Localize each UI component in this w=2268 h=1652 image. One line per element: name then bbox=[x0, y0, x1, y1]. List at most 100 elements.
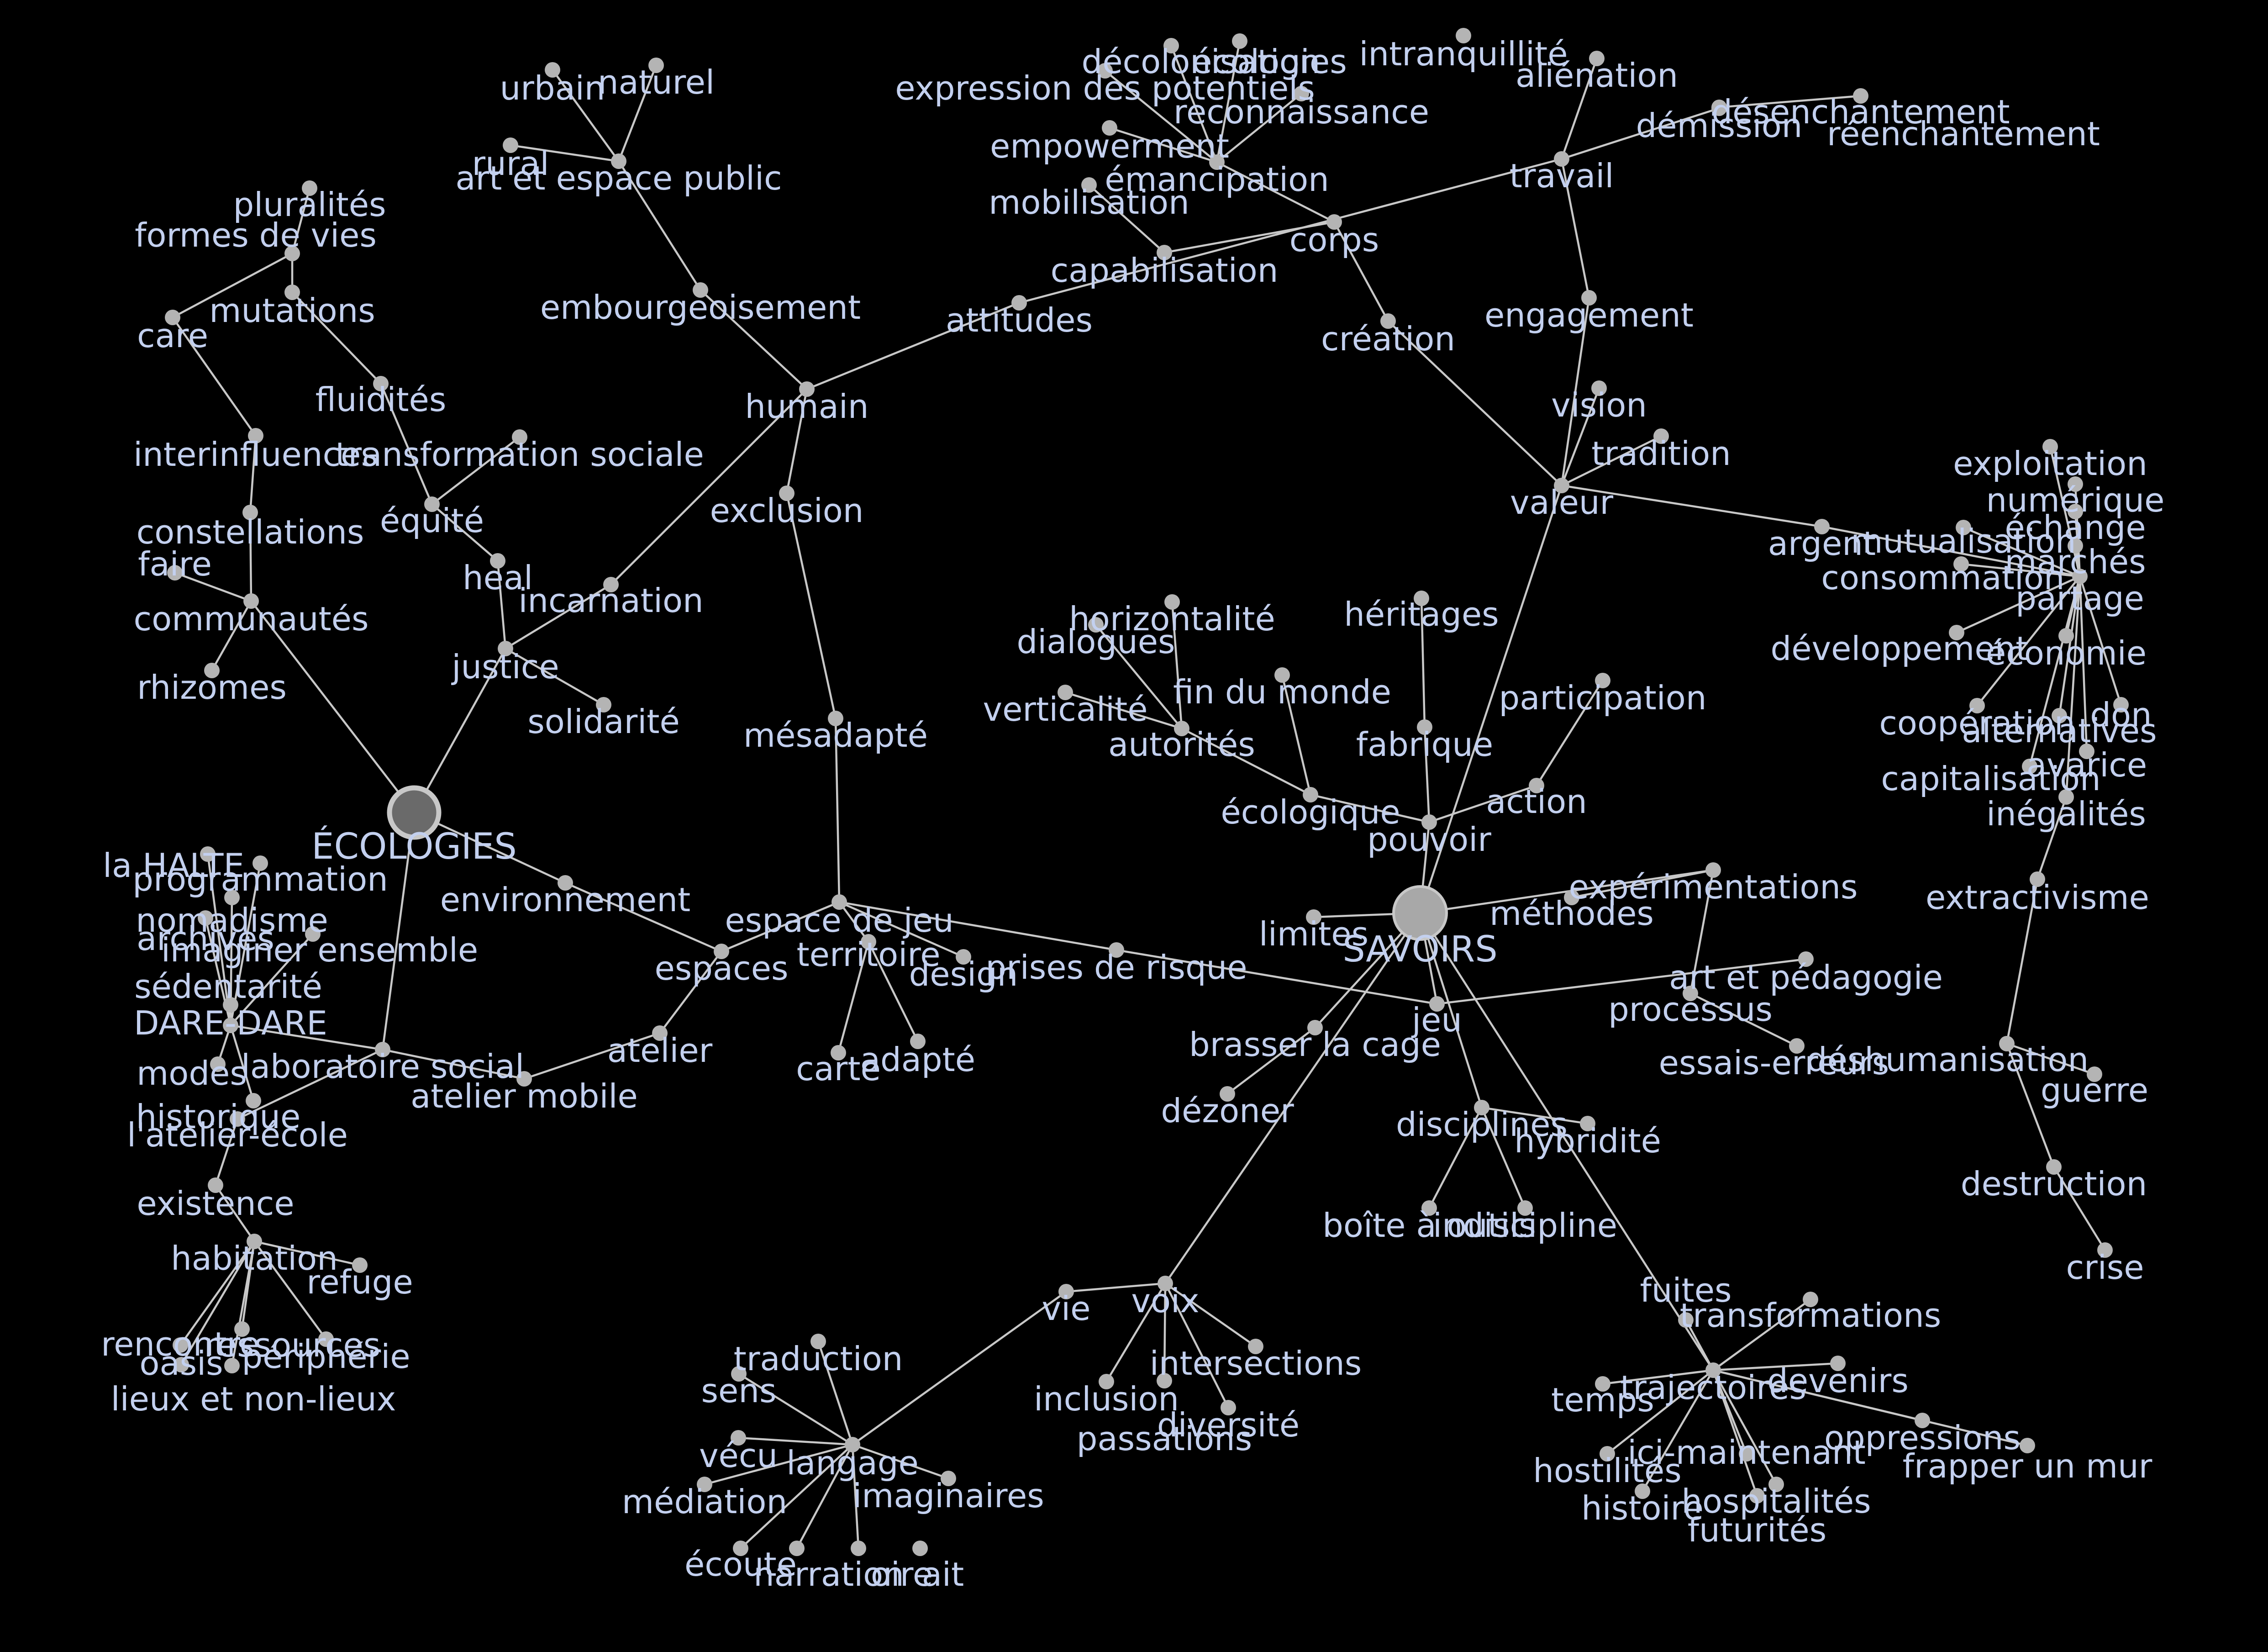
node-hybridite[interactable] bbox=[1580, 1116, 1595, 1131]
node-nomadisme[interactable] bbox=[224, 890, 240, 905]
node-environnement[interactable] bbox=[558, 875, 573, 891]
node-autorites[interactable] bbox=[1174, 721, 1189, 736]
node-dezoner[interactable] bbox=[1220, 1086, 1235, 1102]
node-inclusion[interactable] bbox=[1099, 1374, 1114, 1389]
node-vision[interactable] bbox=[1591, 380, 1607, 396]
node-pluralites[interactable] bbox=[302, 180, 317, 196]
node-corps[interactable] bbox=[1326, 214, 1342, 230]
node-consommation[interactable] bbox=[1953, 556, 1969, 572]
node-habitation[interactable] bbox=[247, 1234, 262, 1249]
node-fabrique[interactable] bbox=[1417, 719, 1432, 735]
node-participation[interactable] bbox=[1595, 673, 1610, 688]
node-frapper[interactable] bbox=[2020, 1438, 2035, 1453]
node-economie[interactable] bbox=[2058, 628, 2074, 644]
node-essais[interactable] bbox=[1789, 1038, 1805, 1054]
node-passations[interactable] bbox=[1157, 1373, 1172, 1388]
node-existence[interactable] bbox=[208, 1177, 223, 1193]
node-histoire[interactable] bbox=[1635, 1483, 1650, 1499]
node-hospitalites[interactable] bbox=[1768, 1477, 1784, 1492]
node-indiscipline[interactable] bbox=[1517, 1200, 1533, 1216]
node-engagement[interactable] bbox=[1581, 290, 1597, 306]
node-dialogues[interactable] bbox=[1088, 617, 1104, 633]
node-urbain[interactable] bbox=[545, 62, 560, 78]
node-ecoute[interactable] bbox=[733, 1541, 748, 1556]
node-crise[interactable] bbox=[2097, 1242, 2113, 1258]
node-adapte[interactable] bbox=[910, 1034, 926, 1049]
node-sedentarite[interactable] bbox=[223, 997, 238, 1013]
node-devenirs[interactable] bbox=[1830, 1356, 1846, 1371]
node-temps[interactable] bbox=[1595, 1376, 1610, 1392]
node-heritages[interactable] bbox=[1414, 591, 1429, 606]
node-communautes[interactable] bbox=[243, 593, 259, 609]
node-attitudes[interactable] bbox=[1011, 295, 1027, 311]
node-voix[interactable] bbox=[1158, 1276, 1173, 1291]
node-marches[interactable] bbox=[2068, 538, 2083, 554]
node-capitalisation[interactable] bbox=[2022, 759, 2037, 774]
node-exploitation[interactable] bbox=[2042, 439, 2058, 454]
node-ecologique[interactable] bbox=[1303, 787, 1318, 802]
node-brasser[interactable] bbox=[1307, 1020, 1323, 1035]
node-savoirs[interactable] bbox=[1392, 885, 1448, 941]
node-valeur[interactable] bbox=[1554, 478, 1569, 493]
node-rhizomes[interactable] bbox=[204, 663, 220, 678]
node-limites[interactable] bbox=[1306, 909, 1321, 925]
node-equite[interactable] bbox=[424, 496, 440, 512]
node-refuge[interactable] bbox=[352, 1257, 368, 1273]
node-carte[interactable] bbox=[831, 1045, 846, 1061]
node-modes[interactable] bbox=[210, 1056, 226, 1072]
node-empowerment[interactable] bbox=[1102, 120, 1117, 136]
node-findumonde[interactable] bbox=[1274, 667, 1290, 683]
node-transfo[interactable] bbox=[512, 429, 527, 445]
node-emancipation[interactable] bbox=[1209, 154, 1225, 170]
node-care[interactable] bbox=[165, 310, 180, 325]
node-creation[interactable] bbox=[1380, 313, 1396, 329]
node-espacejeu[interactable] bbox=[831, 894, 847, 910]
node-argent[interactable] bbox=[1814, 519, 1830, 534]
node-partage[interactable] bbox=[2072, 569, 2088, 584]
node-extractivisme[interactable] bbox=[2030, 871, 2045, 887]
node-trajectoires[interactable] bbox=[1705, 1362, 1721, 1378]
node-rencontre[interactable] bbox=[173, 1337, 188, 1353]
node-boite[interactable] bbox=[1421, 1200, 1437, 1216]
node-numerique[interactable] bbox=[2068, 476, 2083, 492]
node-oasis[interactable] bbox=[174, 1357, 189, 1372]
node-ateliermobile[interactable] bbox=[516, 1071, 532, 1087]
node-embourg[interactable] bbox=[693, 282, 708, 298]
node-design[interactable] bbox=[956, 949, 971, 965]
node-labo[interactable] bbox=[375, 1042, 390, 1057]
node-capabilisation[interactable] bbox=[1157, 245, 1172, 260]
node-futurites[interactable] bbox=[1749, 1488, 1765, 1504]
node-prises[interactable] bbox=[1109, 942, 1124, 958]
node-oire[interactable] bbox=[851, 1541, 866, 1556]
node-langage[interactable] bbox=[845, 1437, 860, 1452]
node-decol[interactable] bbox=[1163, 38, 1179, 53]
node-historique[interactable] bbox=[246, 1093, 261, 1108]
node-sens[interactable] bbox=[731, 1366, 747, 1382]
node-alienation[interactable] bbox=[1589, 51, 1605, 66]
node-mesadapte[interactable] bbox=[828, 711, 843, 726]
node-artespace[interactable] bbox=[611, 153, 626, 169]
node-inegalites[interactable] bbox=[2058, 789, 2074, 805]
node-destruction[interactable] bbox=[2046, 1159, 2062, 1175]
node-expression[interactable] bbox=[1097, 63, 1113, 79]
node-artpedagogie[interactable] bbox=[1798, 951, 1814, 967]
node-alternatives[interactable] bbox=[2052, 708, 2067, 723]
node-lahalte[interactable] bbox=[200, 846, 216, 862]
node-humain[interactable] bbox=[799, 381, 815, 397]
node-mutualisation[interactable] bbox=[1956, 520, 1971, 535]
node-territoire[interactable] bbox=[861, 934, 876, 950]
node-don[interactable] bbox=[2113, 697, 2129, 713]
node-formesdevies[interactable] bbox=[284, 246, 300, 261]
node-experimentations[interactable] bbox=[1705, 862, 1721, 878]
node-diversite[interactable] bbox=[1221, 1400, 1236, 1415]
node-narration[interactable] bbox=[789, 1541, 805, 1556]
node-disciplines[interactable] bbox=[1474, 1100, 1489, 1115]
node-developpement[interactable] bbox=[1949, 625, 1964, 640]
node-ressources[interactable] bbox=[234, 1321, 250, 1337]
node-guerre[interactable] bbox=[2087, 1066, 2102, 1082]
node-hostilites[interactable] bbox=[1600, 1446, 1615, 1462]
node-constellations[interactable] bbox=[242, 505, 258, 520]
node-faire[interactable] bbox=[167, 565, 183, 581]
node-atelier[interactable] bbox=[652, 1025, 668, 1041]
node-travail[interactable] bbox=[1554, 151, 1569, 167]
